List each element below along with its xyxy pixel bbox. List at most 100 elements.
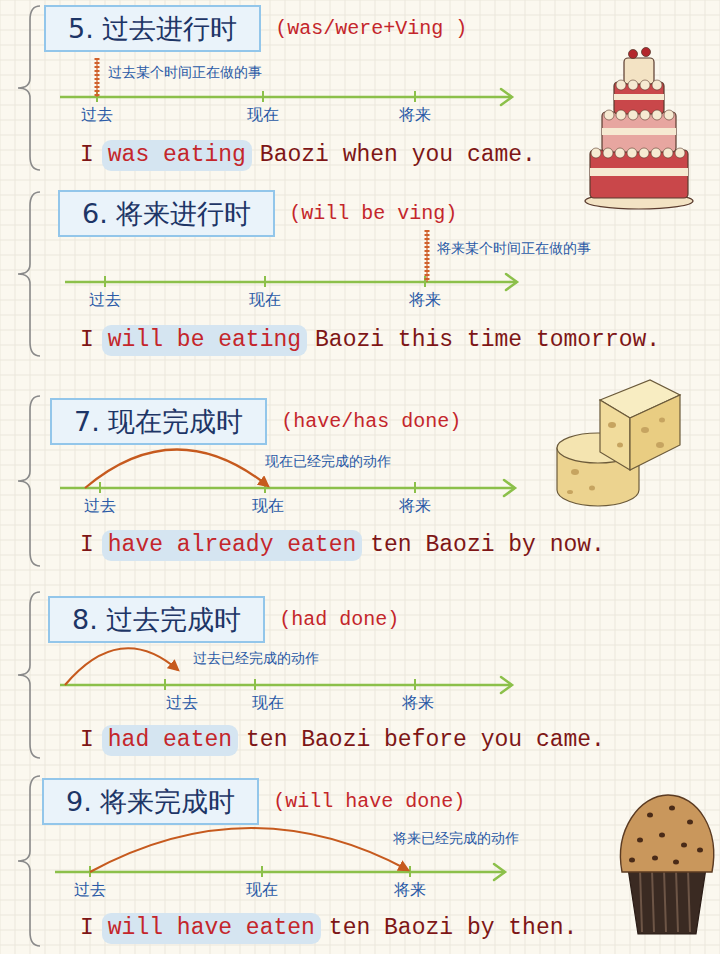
cream-scallop [604, 110, 614, 120]
sentence-subject: I [80, 531, 94, 560]
grid-line [0, 390, 720, 391]
timeline-tick [414, 679, 416, 690]
time-label: 现在 [252, 496, 284, 515]
timeline-axis [60, 487, 515, 490]
cake-illustration [585, 48, 693, 210]
node-text: 7. 现在完成时 [74, 406, 243, 437]
time-label: 将来 [402, 693, 434, 712]
cream-scallop [616, 110, 626, 120]
grid-line [0, 255, 720, 256]
duration-arc [90, 828, 408, 872]
time-label: 过去 [81, 105, 113, 124]
grid-line [0, 765, 720, 766]
tense-formula: (had done) [279, 607, 399, 632]
sentence-subject: I [80, 141, 94, 170]
highlight-pill: will have eaten [102, 913, 321, 944]
cream-scallop [652, 110, 662, 120]
time-label: 现在 [252, 693, 284, 712]
cream-scallop [675, 148, 685, 158]
node-text: 9. 将来完成时 [66, 786, 235, 817]
highlight-pill: was eating [102, 140, 252, 171]
cheese-hole [589, 486, 595, 491]
cream-scallop [663, 148, 673, 158]
grid-line [0, 570, 720, 571]
timeline-tick [264, 276, 266, 287]
node-text: 5. 过去进行时 [68, 13, 237, 44]
timeline-axis [65, 281, 517, 284]
cheese-illustration [557, 380, 680, 506]
muffin-illustration [621, 795, 714, 934]
grid-line [0, 585, 720, 586]
cream-scallop [639, 148, 649, 158]
timeline-arrowhead [494, 864, 505, 880]
muffin-top [621, 795, 714, 872]
node-text: was eating [108, 142, 246, 168]
chocolate-chip [687, 820, 693, 825]
section-brace [18, 776, 40, 946]
muffin-cup [628, 868, 706, 934]
tense-formula: (was/were+Ving ) [275, 16, 467, 41]
grid-line [0, 375, 720, 376]
section-brace [18, 6, 40, 170]
node-text: 8. 过去完成时 [72, 604, 241, 635]
sentence-text: Baozi when you came. [260, 141, 536, 170]
node-text: had eaten [108, 727, 232, 753]
highlight-pill: have already eaten [102, 530, 362, 561]
cream-scallop [603, 148, 613, 158]
timeline-tick [409, 866, 411, 877]
time-label: 过去 [89, 290, 121, 309]
time-label: 过去 [166, 693, 198, 712]
cream-scallop [591, 148, 601, 158]
timeline-arrowhead [506, 274, 517, 290]
time-label: 将来 [399, 105, 431, 124]
cake-cream [614, 94, 664, 100]
grid-line [0, 0, 720, 1]
grid-line [0, 645, 720, 646]
cream-scallop [640, 80, 650, 90]
time-label: 现在 [249, 290, 281, 309]
chocolate-chip [659, 833, 665, 838]
cheese-hole [617, 443, 623, 448]
muffin-cup-stripe [652, 870, 654, 932]
time-point-hatch [425, 230, 430, 282]
annotation-note: 过去某个时间正在做的事 [108, 64, 262, 81]
time-label: 现在 [246, 880, 278, 899]
time-label: 现在 [247, 105, 279, 124]
cheese-wedge-side [630, 395, 680, 470]
section-brace [18, 592, 40, 758]
cream-scallop [615, 148, 625, 158]
timeline-arrowhead [504, 480, 515, 496]
cream-scallop [616, 80, 626, 90]
muffin-cup-stripe [688, 870, 690, 932]
grid-line [0, 240, 720, 241]
cheese-hole [571, 469, 579, 475]
grid-line [0, 270, 720, 271]
timeline-tick [262, 91, 264, 102]
timeline-tick [414, 482, 416, 493]
time-point-hatch [95, 58, 100, 97]
grid-line [0, 525, 720, 526]
grid-line [0, 855, 720, 856]
timeline [60, 648, 512, 693]
cream-scallop [628, 80, 638, 90]
annotation-note: 过去已经完成的动作 [193, 650, 319, 667]
grid-line [0, 360, 720, 361]
chocolate-chip [669, 806, 675, 811]
sentence-text: ten Baozi by then. [329, 914, 577, 943]
highlight-pill: had eaten [102, 725, 238, 756]
chocolate-chip [697, 848, 703, 853]
timeline [60, 58, 512, 105]
timeline-tick [424, 276, 426, 287]
grid-line [0, 0, 1, 954]
node-text: 6. 将来进行时 [82, 198, 251, 229]
sentence-text: ten Baozi by now. [370, 531, 605, 560]
cheese-hole [608, 422, 616, 428]
grid-line [555, 0, 556, 954]
cream-scallop [628, 110, 638, 120]
grid-line [0, 900, 720, 901]
tense-title-box: 7. 现在完成时 [50, 398, 267, 445]
cream-scallop [651, 148, 661, 158]
time-label: 过去 [84, 496, 116, 515]
time-label: 过去 [74, 880, 106, 899]
grid-line [0, 840, 720, 841]
